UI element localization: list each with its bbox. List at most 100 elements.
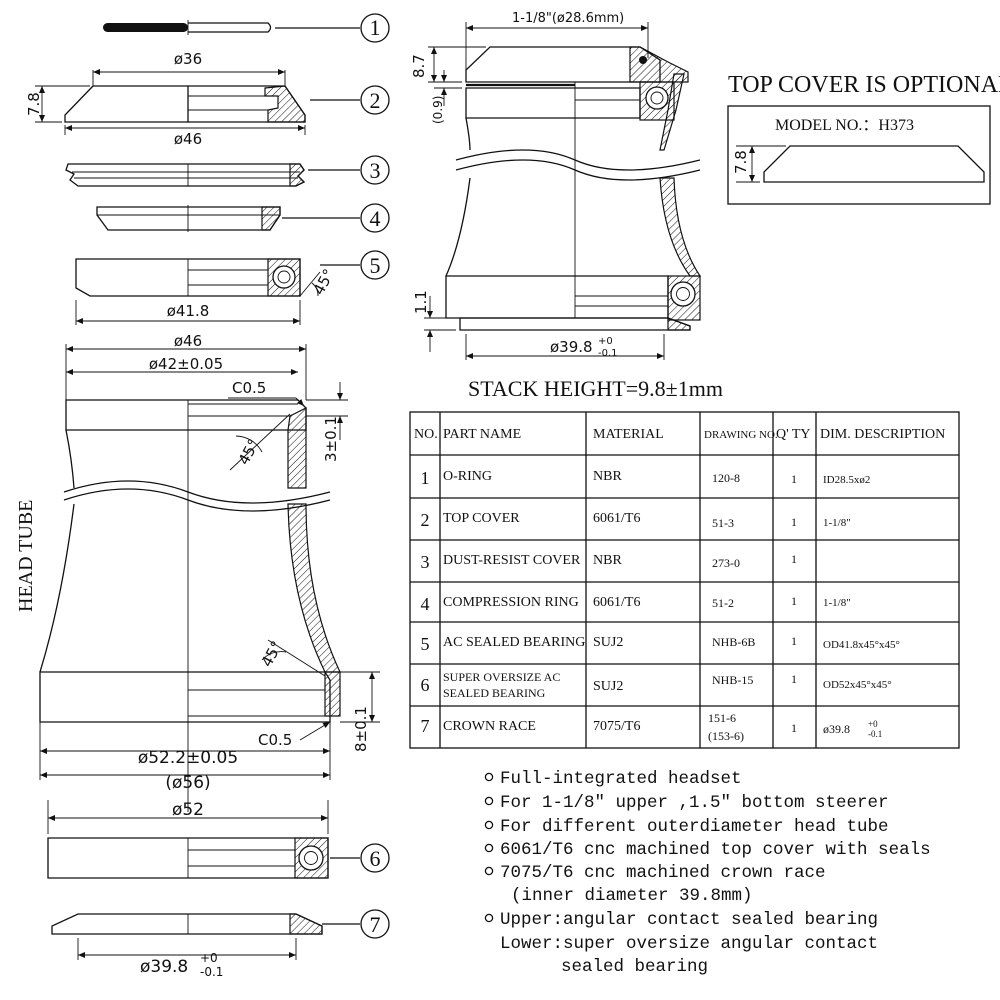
table-row-6-no: 6 [421,675,430,695]
dim-d398-tol-dn: -0.1 [200,965,223,979]
part-7-crown-race [51,913,323,960]
callout-7 [360,909,390,939]
note-bullet [484,820,494,830]
table-row-2-name: TOP COVER [443,511,520,526]
dim-a45-top: 45° [235,436,263,468]
table-row-7-drawing: 151-6 [708,711,736,725]
table-row-5-dim: OD41.8x45°x45° [823,639,900,651]
table-row-4-dim: 1-1/8" [823,597,851,609]
note-bullet [484,913,494,923]
stack-height: STACK HEIGHT=9.8±1mm [468,376,723,401]
table-row-3-name: DUST-RESIST COVER [443,553,581,568]
dim-h3: 3±0.1 [322,416,340,462]
table-row-4-qty: 1 [791,594,797,608]
table-header-material: MATERIAL [593,427,664,442]
note-6: Upper:angular contact sealed bearing [500,910,878,930]
top-cover-model: MODEL NO.：H373 [775,117,914,134]
table-row-2-material: 6061/T6 [593,511,640,526]
table-row-4-no: 4 [421,594,430,614]
table-row-6-dim: OD52x45°x45° [823,679,892,691]
table-row-1-no: 1 [421,468,430,488]
note-bullet [484,843,494,853]
table-row-4-drawing: 51-2 [712,596,734,610]
table-row-1-dim: ID28.5xø2 [823,474,870,486]
callout-5 [360,250,390,280]
table-row-1-qty: 1 [791,472,797,486]
parts-table [409,411,960,749]
assembly-h11: 1.1 [412,290,430,314]
dim-d36: ø36 [174,50,202,68]
table-header-dim: DIM. DESCRIPTION [820,427,945,442]
table-header-qty: Q' TY [776,427,811,442]
table-row-5-no: 5 [421,634,430,654]
callout-5-label: 5 [370,253,381,278]
dim-d56: (ø56) [165,773,210,793]
callout-7-label: 7 [370,912,381,937]
part-3-dust-resist-cover [65,163,306,187]
top-cover-optional-box [727,105,991,205]
table-row-5-drawing: NHB-6B [712,635,755,649]
dim-a45-bot: 45° [258,638,286,670]
table-row-7-name: CROWN RACE [443,719,536,734]
dim-c05-top: C0.5 [232,379,266,397]
dim-d46-top: ø46 [174,130,202,148]
note-5: 7075/T6 cnc machined crown race [500,863,826,883]
table-row-6-drawing: NHB-15 [712,673,753,687]
note-bullet [484,866,494,876]
note-6-sub2: sealed bearing [561,957,708,977]
table-header-drawing-no: DRAWING NO. [704,429,778,441]
dim-d398-crown: ø39.8 [140,957,188,977]
table-row-7-no: 7 [421,716,430,736]
dim-d46-tube: ø46 [174,332,202,350]
callout-4 [360,203,390,233]
dim-d398-tol-up: +0 [200,951,218,965]
table-row-2-dim: 1-1/8" [823,517,851,529]
head-tube-label: HEAD TUBE [15,500,37,612]
table-row-1-material: NBR [593,469,622,484]
table-row-3-qty: 1 [791,552,797,566]
note-3: For different outerdiameter head tube [500,817,889,837]
table-row-7-material: 7075/T6 [593,719,640,734]
table-row-3-no: 3 [421,552,430,572]
assembly-tol-dn: -0.1 [598,348,618,359]
table-header-no: NO. [414,427,438,442]
dim-a45-bearing: 45° [310,266,338,298]
note-bullet [484,772,494,782]
callout-2-label: 2 [370,88,381,113]
table-row-7-dim-tol-up: +0 [868,719,878,729]
table-row-2-drawing: 51-3 [712,516,734,530]
dim-d418: ø41.8 [167,302,210,320]
note-6-sub: Lower:super oversize angular contact [500,934,878,954]
table-row-6-qty: 1 [791,672,797,686]
table-row-1-drawing: 120-8 [712,471,740,485]
dim-c05-bot: C0.5 [258,731,292,749]
top-cover-heading: TOP COVER IS OPTIONAL [728,72,1000,98]
table-row-6-material: SUJ2 [593,679,623,694]
part-5-ac-sealed-bearing [75,258,321,325]
callout-1 [360,13,390,43]
table-row-7-dim: ø39.8 [823,722,850,736]
table-row-6-name: SUPER OVERSIZE AC [443,670,560,684]
table-row-6-name-line2: SEALED BEARING [443,686,546,700]
callout-1-label: 1 [370,15,381,40]
part-6-super-oversize-bearing [47,800,329,879]
assembly-h87: 8.7 [410,54,428,78]
dim-h78: 7.8 [25,92,43,116]
table-row-7-qty: 1 [791,721,797,735]
assembly-steerer-dim: 1-1/8"(ø28.6mm) [512,11,624,26]
note-bullet [484,796,494,806]
callout-3 [360,155,390,185]
table-row-5-name: AC SEALED BEARING [443,635,585,650]
table-row-5-qty: 1 [791,634,797,648]
table-row-2-qty: 1 [791,515,797,529]
table-row-3-drawing: 273-0 [712,556,740,570]
head-tube-section [39,344,380,812]
table-row-3-material: NBR [593,553,622,568]
top-cover-height: 7.8 [732,150,750,174]
dim-h8: 8±0.1 [352,706,370,752]
assembly-h09: (0.9) [431,96,445,124]
table-row-2-no: 2 [421,510,430,530]
part-1-o-ring [103,20,272,35]
part-4-compression-ring [96,205,281,232]
